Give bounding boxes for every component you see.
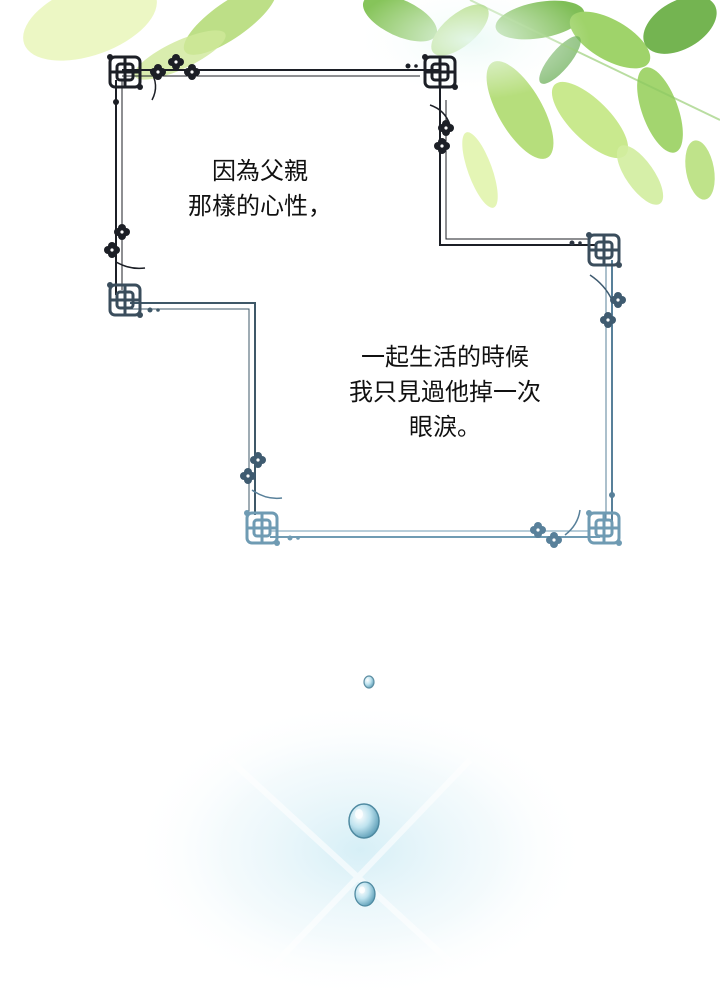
- caption-line: 我只見過他掉一次: [349, 378, 541, 406]
- caption-line: 一起生活的時候: [361, 343, 529, 371]
- caption-box-1: 因為父親 那樣的心性，: [180, 154, 340, 224]
- plum-blossom-icon: [240, 274, 626, 500]
- caption-line: 眼淚。: [409, 413, 481, 441]
- light-sparkle: [227, 757, 473, 993]
- caption-line: 那樣的心性，: [188, 192, 332, 220]
- plum-blossom-icon: [530, 509, 581, 548]
- plum-blossom-icon: [104, 54, 454, 270]
- light-glow: [130, 700, 590, 1000]
- caption-line: 因為父親: [212, 157, 308, 185]
- water-drop-icon: [348, 675, 380, 907]
- frame-dot-accents: [113, 63, 615, 541]
- foliage-background: [23, 0, 720, 208]
- knot-ornament-icon: [242, 508, 624, 548]
- caption-box-2: 一起生活的時候 我只見過他掉一次 眼淚。: [300, 340, 590, 445]
